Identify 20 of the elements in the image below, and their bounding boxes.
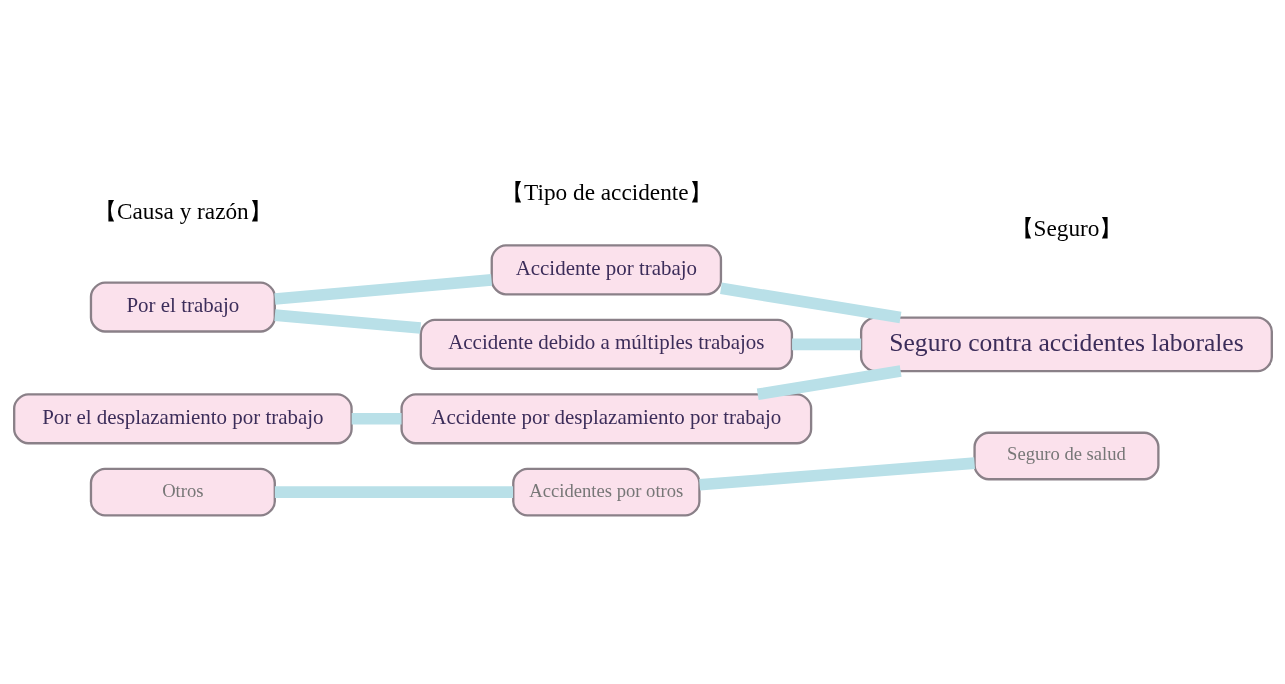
node-box: Por el desplazamiento por trabajo xyxy=(12,393,353,445)
connector xyxy=(273,309,421,334)
label: 【Tipo de accidente】 xyxy=(500,179,712,206)
connector xyxy=(791,338,861,351)
connector xyxy=(698,457,975,491)
node-box: Accidente por trabajo xyxy=(490,244,722,296)
connector xyxy=(719,282,901,324)
connector xyxy=(273,274,492,305)
node-box: Accidente por desplazamiento por trabajo xyxy=(399,393,812,445)
node-box: Por el trabajo xyxy=(89,281,276,333)
node-box: Otros xyxy=(89,467,276,517)
node-box: Accidentes por otros xyxy=(511,467,701,517)
connector xyxy=(274,486,513,498)
node-box: Accidente debido a múltiples trabajos xyxy=(419,318,793,370)
connector xyxy=(351,412,402,425)
label: 【Seguro】 xyxy=(1010,215,1122,242)
label: 【Causa y razón】 xyxy=(93,197,272,224)
node-box: Seguro de salud xyxy=(972,431,1160,481)
node-box: Seguro contra accidentes laborales xyxy=(859,316,1273,373)
connector xyxy=(756,365,902,401)
